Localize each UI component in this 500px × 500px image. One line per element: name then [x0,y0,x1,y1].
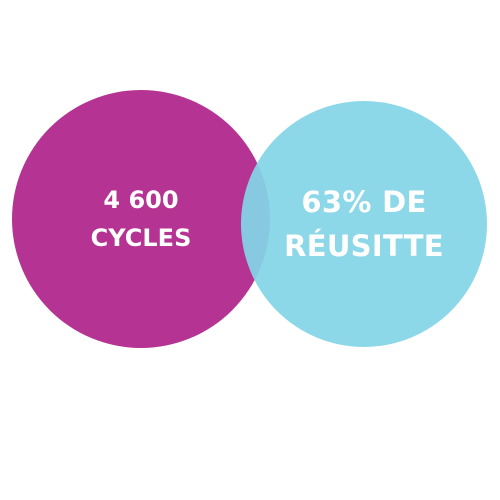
success-rate-word: RÉUSITTE [284,229,444,263]
success-rate-value: 63% DE [301,185,427,219]
cycles-word: CYCLES [90,224,192,252]
success-rate-label: 63% DE RÉUSITTE [284,180,444,268]
cycles-circle: 4 600 CYCLES [12,90,270,348]
cycles-label: 4 600 CYCLES [91,181,192,257]
success-rate-circle: 63% DE RÉUSITTE [241,101,487,347]
cycles-count: 4 600 [103,186,179,214]
